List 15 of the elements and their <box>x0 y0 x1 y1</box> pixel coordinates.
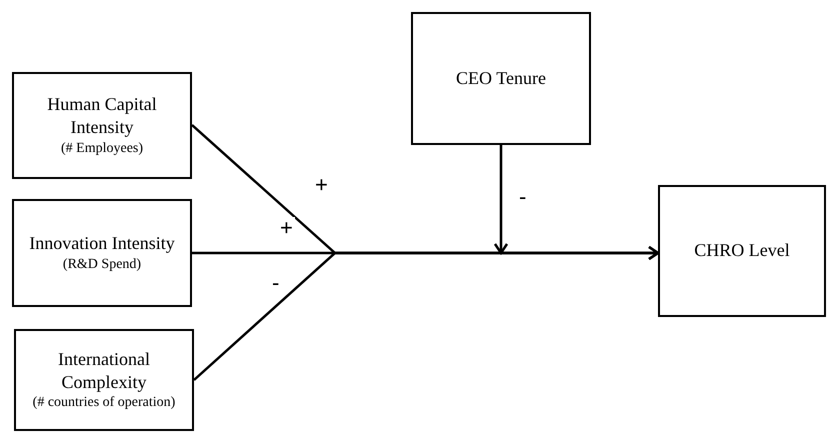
variable-name: CHRO Level <box>694 239 790 262</box>
variable-box <box>12 72 192 179</box>
variable-box <box>658 185 826 317</box>
variable-name: Human Capital Intensity <box>46 93 158 140</box>
variable-box <box>14 329 194 431</box>
arrow <box>494 145 508 254</box>
variable-box <box>12 199 192 307</box>
arrow <box>193 246 660 381</box>
measure-note: (# countries of operation) <box>32 394 176 412</box>
variable-box <box>411 12 591 145</box>
variable-name: CEO Tenure <box>456 66 546 90</box>
measure-note: (R&D Spend) <box>62 256 142 274</box>
variable-name: International Complexity <box>57 348 151 394</box>
variable-name: Innovation Intensity <box>29 232 175 256</box>
measure-note: (# Employees) <box>60 140 144 158</box>
